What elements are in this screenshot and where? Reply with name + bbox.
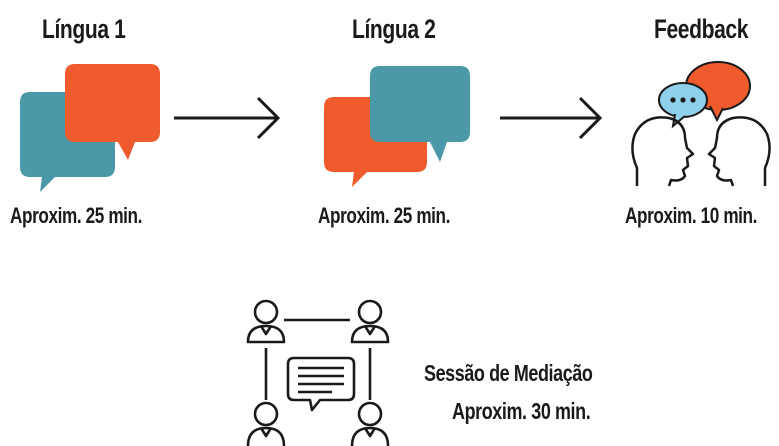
mediation-duration: Aproxim. 30 min. <box>452 398 591 424</box>
step-3-title: Feedback <box>654 14 749 44</box>
speech-bubbles-icon <box>20 64 160 192</box>
arrow-right-icon <box>174 96 281 140</box>
step-1-duration: Aproxim. 25 min. <box>10 203 143 228</box>
step-2-duration: Aproxim. 25 min. <box>318 203 451 228</box>
network-people-icon <box>246 299 390 446</box>
speech-bubbles-icon <box>324 66 470 187</box>
step-3-duration: Aproxim. 10 min. <box>625 203 758 228</box>
mediation-title: Sessão de Mediação <box>424 360 593 386</box>
arrow-right-icon <box>500 96 603 140</box>
step-1-title: Língua 1 <box>42 14 126 44</box>
two-heads-talking-icon <box>631 61 771 187</box>
step-2-title: Língua 2 <box>352 14 436 44</box>
